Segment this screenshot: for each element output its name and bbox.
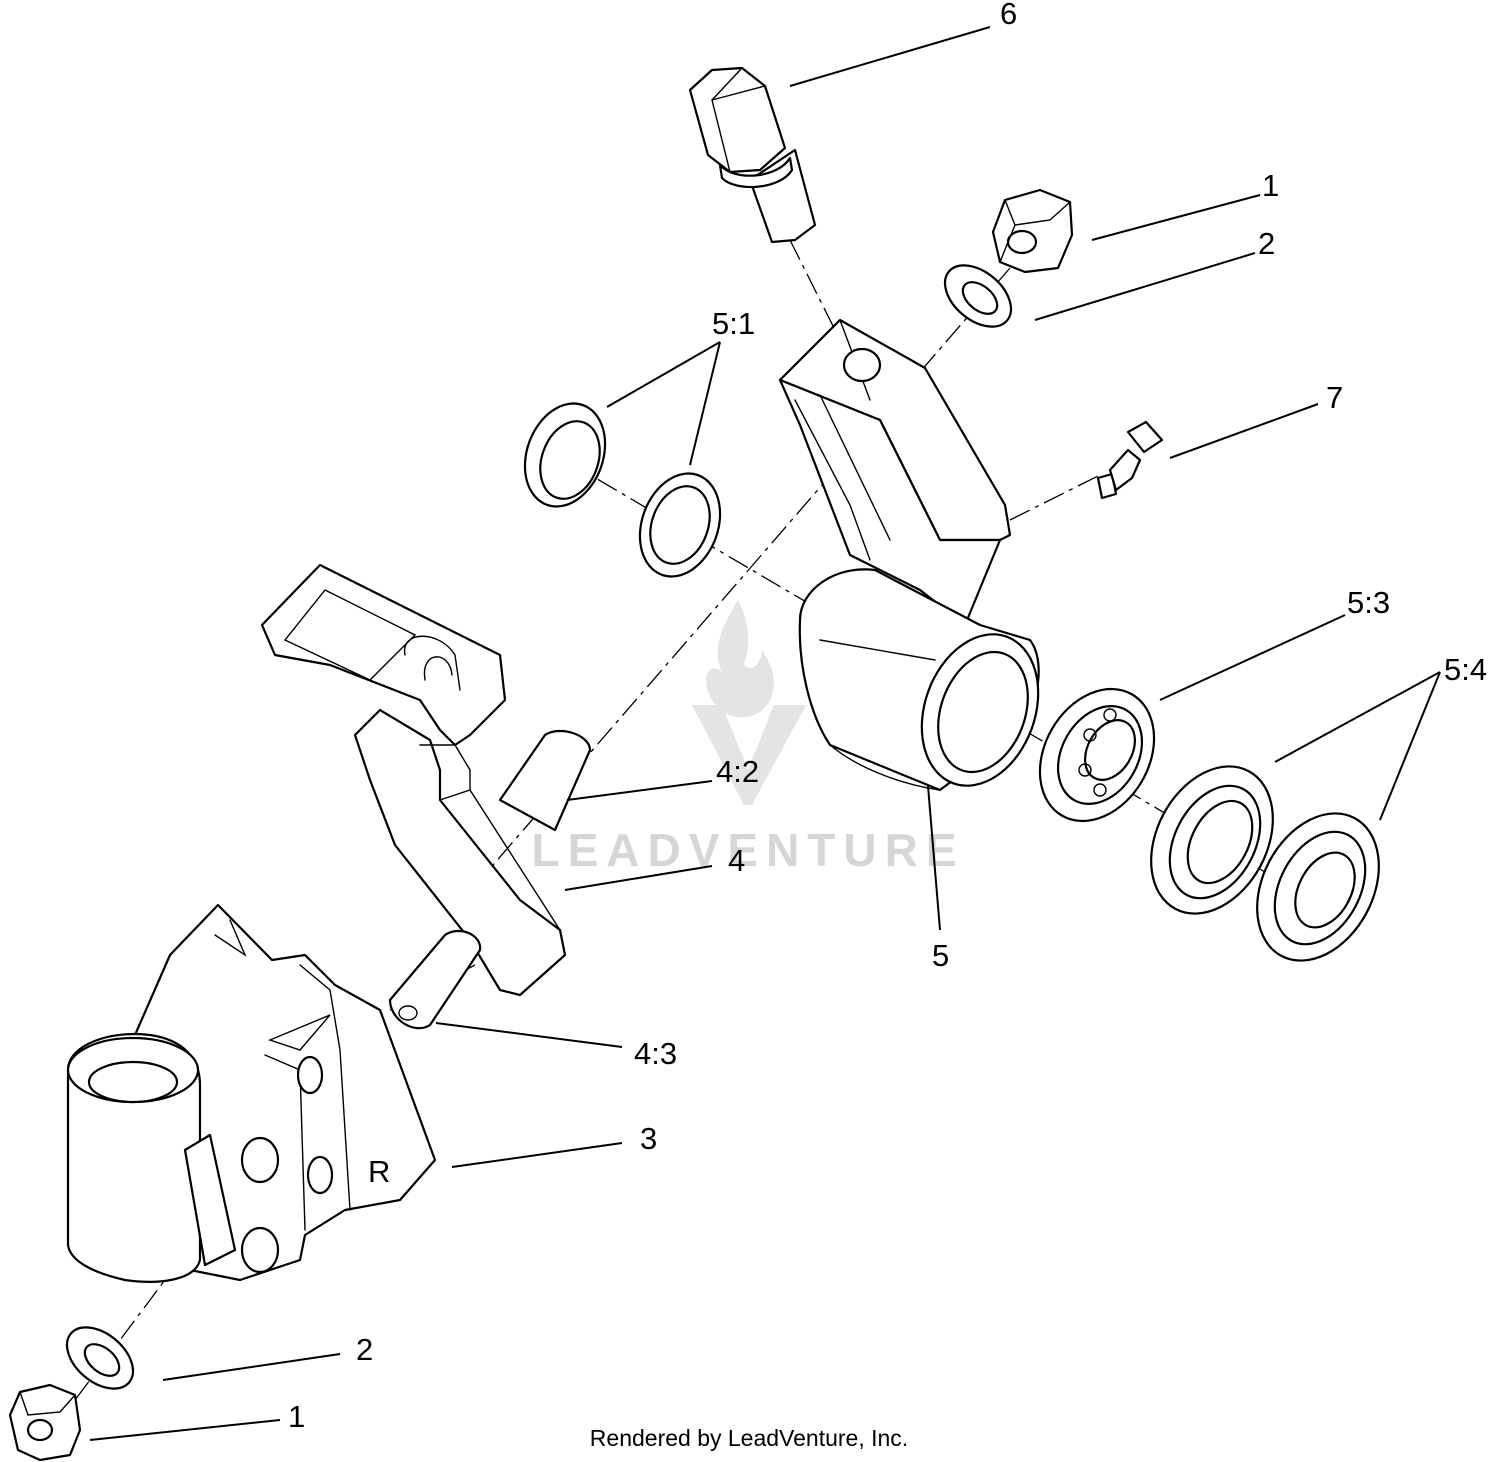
callout-5-4: 5:4: [1444, 652, 1487, 687]
bracket-r-mark: R: [368, 1154, 390, 1189]
watermark-text: LEADVENTURE: [531, 824, 964, 876]
seal-part-5-1-left: [523, 402, 607, 508]
seal-part-5-1-right: [638, 472, 722, 578]
callout-1-bottom: 1: [288, 1399, 305, 1434]
render-credit: Rendered by LeadVenture, Inc.: [590, 1425, 908, 1451]
pivot-arm-part-5: [778, 318, 1040, 792]
washer-part-2-bottom: [65, 1326, 135, 1390]
bolt-part-6: [688, 66, 817, 244]
seal-part-5-4-left: [1150, 765, 1274, 915]
leadventure-watermark: LEADVENTURE: [531, 600, 964, 876]
callout-4: 4: [728, 843, 745, 878]
callout-labels: 6 1 2 5:1 7 5:3 5:4 4:2 4 5 4:3 3 2 1: [288, 0, 1487, 1434]
callout-6: 6: [1000, 0, 1017, 31]
seal-part-5-4-right: [1256, 812, 1380, 962]
callout-2-top: 2: [1258, 226, 1275, 261]
grease-fitting-part-7: [1096, 420, 1164, 500]
lever-part-4: [260, 563, 592, 1030]
nut-part-1-top: [991, 188, 1074, 274]
callout-5-1: 5:1: [712, 306, 755, 341]
callout-4-2: 4:2: [716, 754, 759, 789]
callout-5-3: 5:3: [1347, 585, 1390, 620]
bracket-part-3: R: [66, 903, 437, 1283]
bearing-part-5-3: [1038, 687, 1156, 823]
leader-lines: [89, 26, 1441, 1441]
nut-part-1-bottom: [8, 1383, 82, 1462]
callout-3: 3: [640, 1121, 657, 1156]
callout-4-3: 4:3: [634, 1036, 677, 1071]
callout-1-top: 1: [1262, 168, 1279, 203]
callout-5: 5: [932, 938, 949, 973]
washer-part-2-top: [943, 264, 1013, 328]
callout-2-bottom: 2: [356, 1332, 373, 1367]
watermark-v-icon: [692, 705, 806, 805]
watermark-flame-icon: [706, 600, 774, 718]
callout-7: 7: [1326, 380, 1343, 415]
